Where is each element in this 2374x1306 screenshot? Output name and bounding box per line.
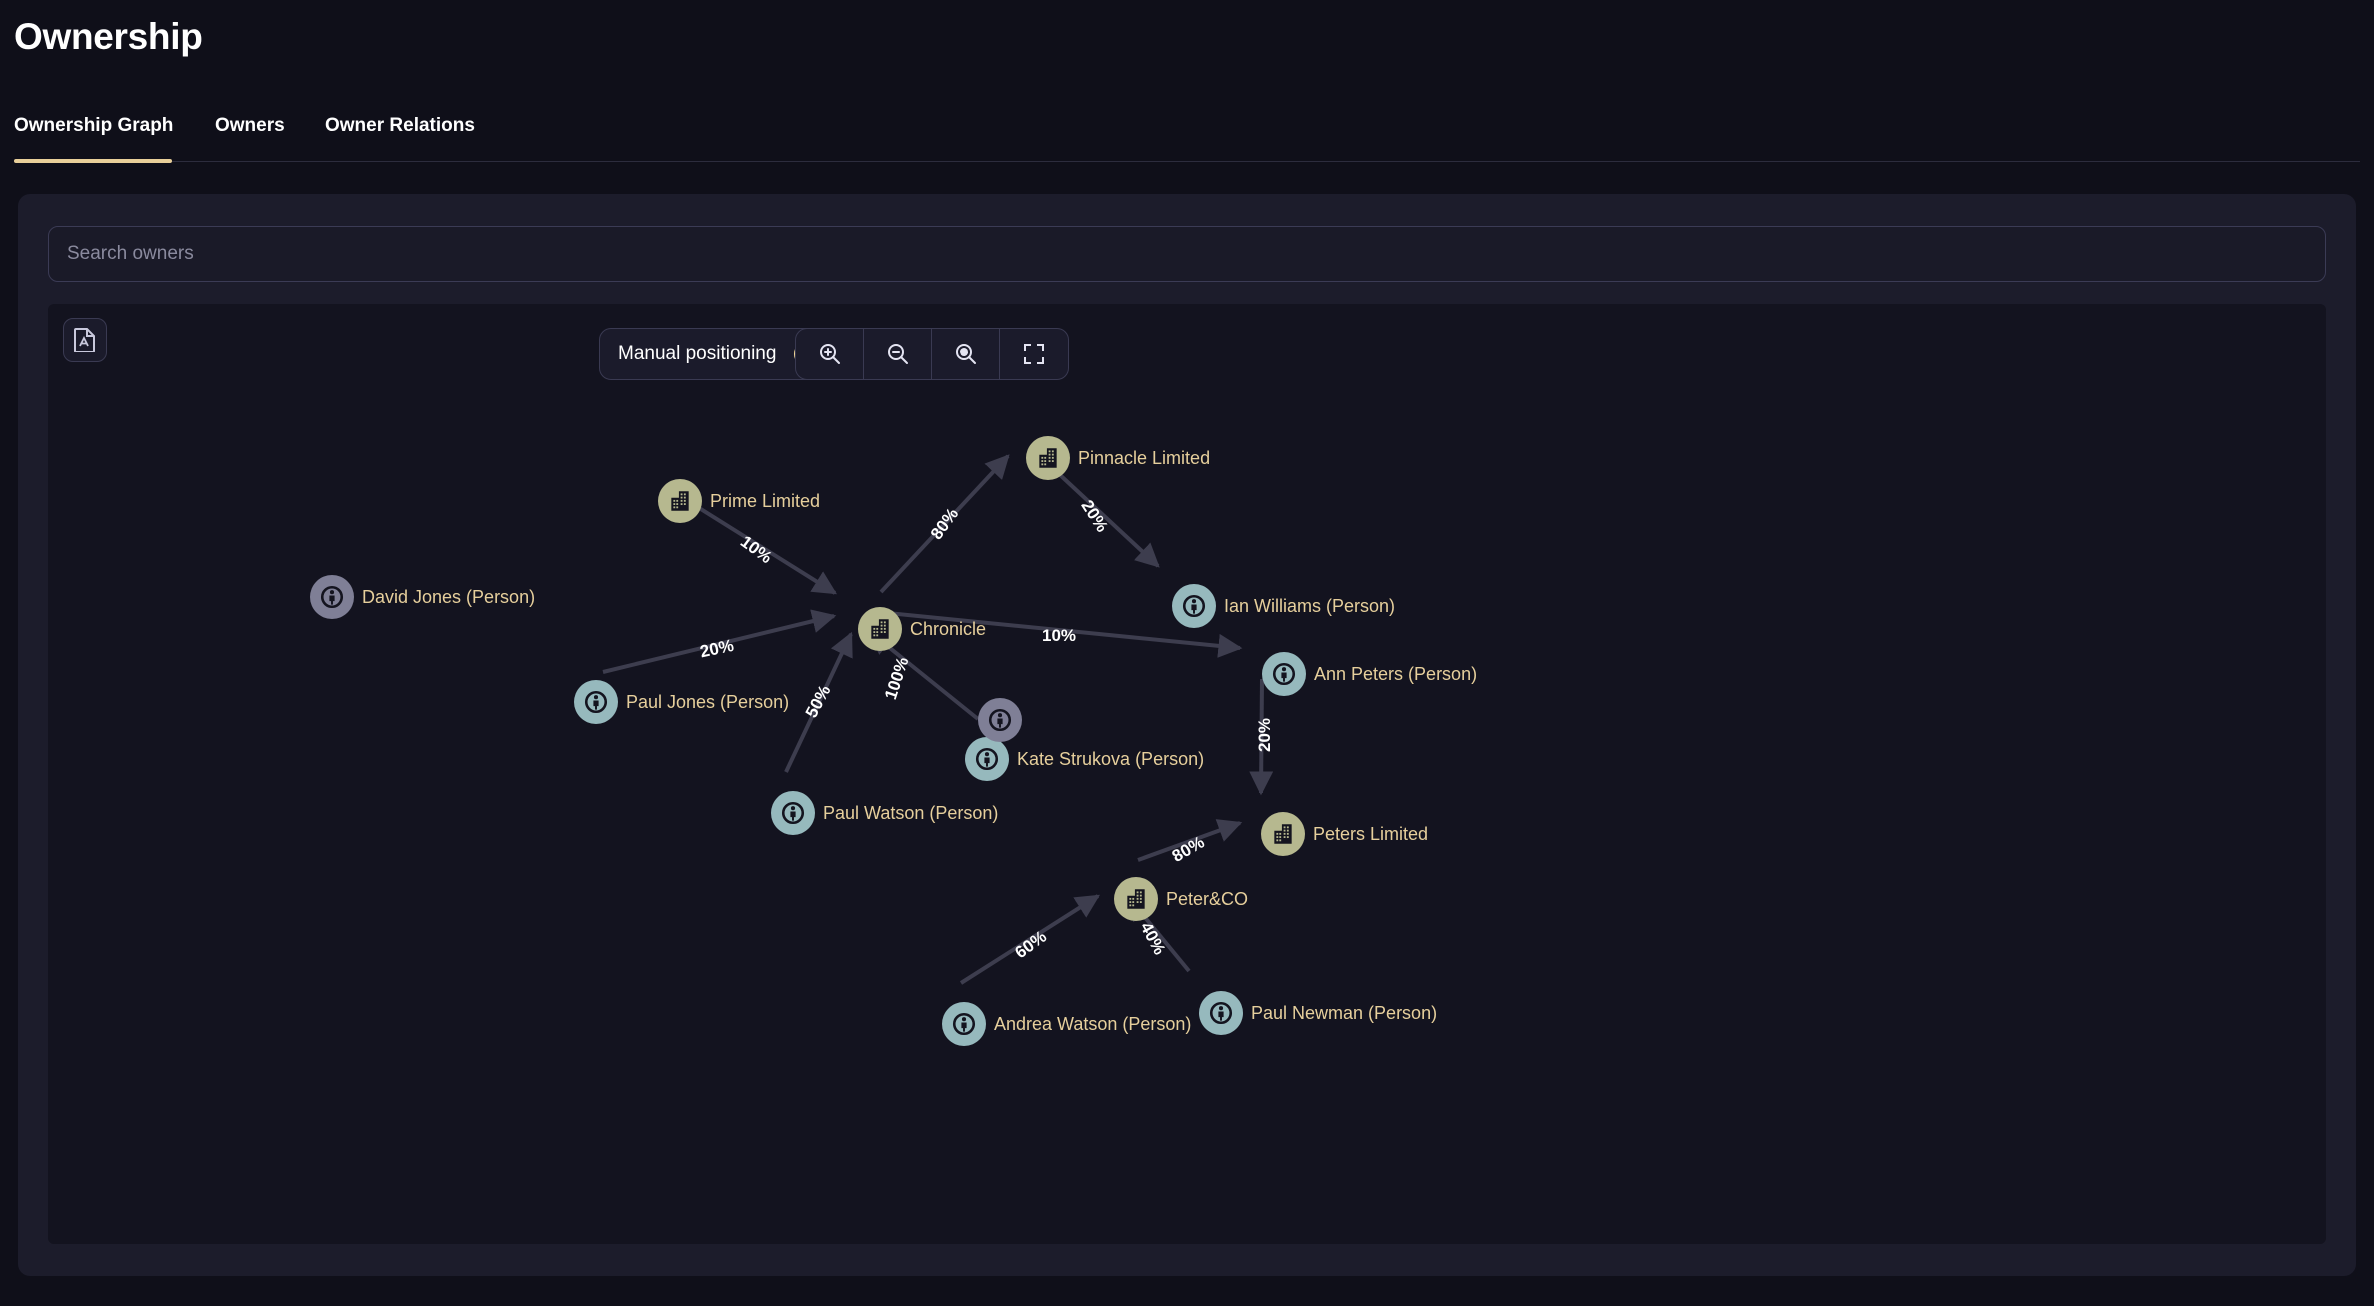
building-icon	[671, 491, 689, 511]
page-title: Ownership	[14, 16, 203, 57]
zoom-out-button[interactable]	[864, 329, 932, 379]
magnifier-minus-icon	[887, 344, 908, 364]
node-label: Peter&CO	[1166, 888, 1249, 909]
expand-icon	[1024, 344, 1044, 364]
active-tab-indicator	[14, 159, 172, 163]
graph-node-kate[interactable]: Kate Strukova (Person)	[965, 737, 1204, 781]
edge-chronicle-ann	[887, 611, 1243, 658]
node-avatar	[1114, 877, 1158, 921]
edge-label: 40%	[1136, 919, 1169, 958]
node-label: Paul Watson (Person)	[823, 802, 999, 823]
edge-pinnacle-ian	[1042, 458, 1160, 568]
person-icon	[952, 1012, 976, 1036]
node-avatar	[942, 1002, 986, 1046]
node-avatar	[1026, 436, 1070, 480]
building-icon	[1039, 448, 1057, 468]
graph-node-paul_newman[interactable]: Paul Newman (Person)	[1199, 991, 1437, 1035]
building-icon	[1274, 824, 1292, 844]
person-icon	[781, 801, 805, 825]
node-label: Paul Jones (Person)	[626, 691, 790, 712]
node-label: David Jones (Person)	[362, 586, 536, 607]
node-label: Andrea Watson (Person)	[994, 1013, 1192, 1034]
building-icon	[1127, 889, 1145, 909]
tab-bar-divider	[14, 161, 2360, 162]
graph-node-peters_ltd[interactable]: Peters Limited	[1261, 812, 1428, 856]
graph-node-andrea[interactable]: Andrea Watson (Person)	[942, 1002, 1191, 1046]
node-label: Peters Limited	[1313, 823, 1429, 844]
person-icon	[1182, 594, 1206, 618]
node-label: Kate Strukova (Person)	[1017, 748, 1205, 769]
person-icon	[320, 585, 344, 609]
node-label: Paul Newman (Person)	[1251, 1002, 1438, 1023]
search-input[interactable]	[48, 226, 2326, 282]
graph-edges-layer: 10%80%20%10%20%50%100%20%80%60%40%	[602, 454, 1274, 985]
node-label: Prime Limited	[710, 490, 821, 511]
edge-pauljones-chronicle	[602, 609, 837, 674]
graph-node-peterco[interactable]: Peter&CO	[1114, 877, 1248, 921]
edge-chronicle-pinnacle	[879, 454, 1010, 594]
graph-node-prime[interactable]: Prime Limited	[658, 479, 820, 523]
zoom-reset-button[interactable]	[932, 329, 1000, 379]
edge-label: 10%	[1042, 626, 1076, 645]
node-avatar	[858, 607, 902, 651]
node-label: Pinnacle Limited	[1078, 447, 1211, 468]
manual-positioning-label: Manual positioning	[618, 343, 777, 364]
node-avatar	[771, 791, 815, 835]
node-avatar	[978, 698, 1022, 742]
edge-ann-petersltd	[1249, 678, 1274, 796]
graph-node-kate_ghost[interactable]	[978, 698, 1022, 742]
edge-paulwatson-chronicle	[784, 631, 853, 773]
edge-label: 20%	[698, 636, 735, 662]
node-avatar	[1261, 812, 1305, 856]
tab-bar: Ownership Graph Owners Owner Relations	[0, 105, 2374, 163]
graph-node-paul_jones[interactable]: Paul Jones (Person)	[574, 680, 789, 724]
ownership-graph-canvas[interactable]: 10%80%20%10%20%50%100%20%80%60%40% Prime…	[48, 304, 2326, 1244]
node-avatar	[1172, 584, 1216, 628]
export-pdf-button[interactable]	[63, 318, 107, 362]
person-icon	[584, 690, 608, 714]
person-icon	[975, 747, 999, 771]
edge-andrea-peterco	[959, 894, 1101, 985]
magnifier-reset-icon	[955, 344, 976, 364]
graph-node-ann_peters[interactable]: Ann Peters (Person)	[1262, 652, 1477, 696]
graph-node-david_jones[interactable]: David Jones (Person)	[310, 575, 535, 619]
graph-node-ian_williams[interactable]: Ian Williams (Person)	[1172, 584, 1395, 628]
magnifier-plus-icon	[819, 344, 840, 364]
edge-label: 100%	[881, 655, 913, 702]
node-label: Ian Williams (Person)	[1224, 595, 1396, 616]
tab-owner-relations[interactable]: Owner Relations	[325, 115, 475, 136]
graph-node-chronicle[interactable]: Chronicle	[858, 607, 986, 651]
edge-label: 50%	[802, 682, 835, 721]
person-icon	[1272, 662, 1296, 686]
node-avatar	[658, 479, 702, 523]
graph-node-pinnacle[interactable]: Pinnacle Limited	[1026, 436, 1210, 480]
ownership-card: 10%80%20%10%20%50%100%20%80%60%40% Prime…	[18, 194, 2356, 1276]
person-icon	[988, 708, 1012, 732]
fullscreen-button[interactable]	[1000, 329, 1068, 379]
node-label: Chronicle	[910, 618, 987, 639]
node-avatar	[1262, 652, 1306, 696]
node-avatar	[310, 575, 354, 619]
edge-label: 20%	[1077, 497, 1111, 536]
edge-prime-chronicle	[686, 499, 838, 595]
node-avatar	[574, 680, 618, 724]
zoom-in-button[interactable]	[796, 329, 864, 379]
tab-ownership-graph[interactable]: Ownership Graph	[14, 115, 174, 136]
node-avatar	[965, 737, 1009, 781]
building-icon	[871, 619, 889, 639]
zoom-controls	[795, 328, 1069, 380]
node-label: Ann Peters (Person)	[1314, 663, 1478, 684]
edge-peterco-petersltd	[1137, 819, 1243, 862]
person-icon	[1209, 1001, 1233, 1025]
graph-node-paul_watson[interactable]: Paul Watson (Person)	[771, 791, 998, 835]
edge-label: 20%	[1255, 718, 1274, 752]
pdf-file-icon	[74, 328, 95, 352]
node-avatar	[1199, 991, 1243, 1035]
tab-owners[interactable]: Owners	[215, 115, 285, 136]
